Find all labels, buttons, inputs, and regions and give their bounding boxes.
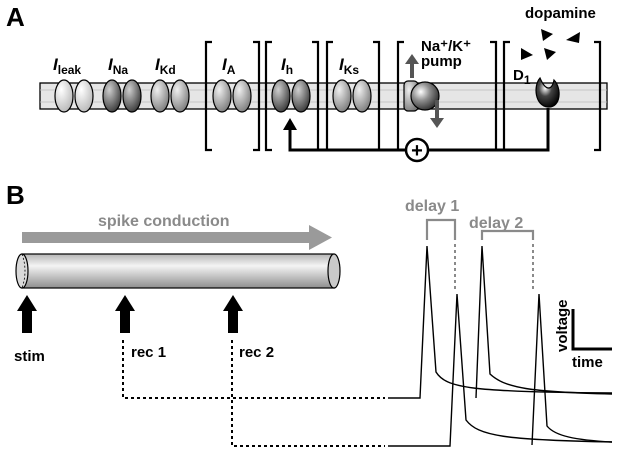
label-i-kd: IKd <box>155 55 176 77</box>
bracket-group <box>204 40 602 152</box>
bracket-right-d1 <box>594 40 602 152</box>
label-i-h: Ih <box>281 55 293 77</box>
rec1-label: rec 1 <box>131 344 166 361</box>
bracket-left-a <box>204 40 212 152</box>
pump-label-line1: Na⁺/K⁺ <box>421 38 471 55</box>
positive-modulation-icon <box>404 137 430 163</box>
stim-electrode-arrow <box>17 295 37 333</box>
stim-label: stim <box>14 348 45 365</box>
label-i-ks: IKs <box>339 55 359 77</box>
dopamine-molecule-icon <box>566 32 580 43</box>
channel-i-na <box>102 79 142 113</box>
dopamine-label: dopamine <box>525 5 596 22</box>
d1-receptor-icon <box>535 76 560 108</box>
delay1-marker <box>425 218 457 292</box>
label-i-leak: Ileak <box>53 55 81 77</box>
axon-cylinder <box>15 253 341 289</box>
bracket-right-a <box>253 40 261 152</box>
panel-b-letter: B <box>6 180 25 210</box>
spike-conduction-label: spike conduction <box>98 213 230 230</box>
recording-leads <box>122 340 385 447</box>
modulation-pathway: + <box>283 108 550 163</box>
rec1-electrode-arrow <box>115 295 135 333</box>
scale-time-label: time <box>572 354 603 371</box>
d1-receptor-label: D1 <box>513 67 531 87</box>
rec1-trace-extra <box>388 293 613 447</box>
channel-i-leak <box>54 79 94 113</box>
dopamine-molecule-icons <box>521 29 580 60</box>
delay2-label: delay 2 <box>469 215 523 232</box>
dopamine-molecule-icon <box>544 48 556 60</box>
label-i-na: INa <box>108 55 128 77</box>
pump-icon <box>403 54 444 128</box>
channel-i-ks <box>332 79 372 113</box>
channel-i-h <box>271 79 311 113</box>
delay1-label: delay 1 <box>405 198 459 215</box>
rec2-electrode-arrow <box>223 295 243 333</box>
dopamine-molecule-icon <box>541 29 553 41</box>
dopamine-molecule-icon <box>521 48 533 60</box>
channel-i-kd <box>150 79 190 113</box>
rec1-trace <box>388 245 613 399</box>
rec2-trace-lower <box>531 293 613 446</box>
delay2-marker <box>480 229 535 292</box>
voltage-traces <box>388 245 613 447</box>
rec2-trace-upper <box>475 245 613 399</box>
label-i-a: IA <box>222 55 236 77</box>
rec2-label: rec 2 <box>239 344 274 361</box>
spike-conduction-arrow <box>22 225 332 250</box>
channel-i-a <box>212 79 252 113</box>
plus-symbol: + <box>411 140 423 162</box>
scale-voltage-label: voltage <box>554 299 571 352</box>
rec1-lead <box>122 340 385 399</box>
panel-a-letter: A <box>6 2 25 32</box>
pump-label-line2: pump <box>421 53 462 70</box>
bracket-left-h <box>264 40 272 152</box>
scale-bar <box>571 309 612 351</box>
